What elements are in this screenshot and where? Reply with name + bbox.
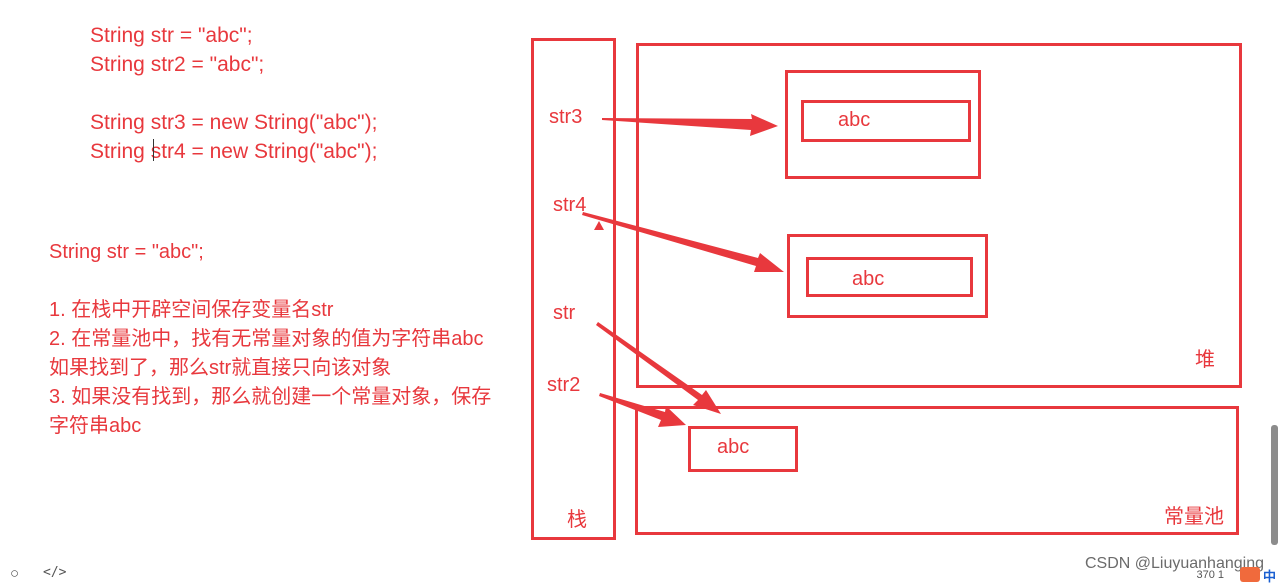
- constant-pool-object-value: abc: [717, 436, 750, 458]
- heap-object-2-value: abc: [852, 268, 885, 290]
- stack-label: 栈: [567, 509, 587, 531]
- stack-var-str4: str4: [553, 194, 587, 216]
- code-line-3: String str3 = new String("abc");: [90, 111, 378, 134]
- heap-object-1-outer: [785, 70, 981, 179]
- code-line-4: String str4 = new String("abc");: [90, 140, 378, 163]
- heap-label: 堆: [1195, 349, 1215, 371]
- description-line-1: 1. 在栈中开辟空间保存变量名str: [49, 299, 334, 321]
- tray-text: 370 1: [1196, 569, 1224, 581]
- ime-logo-icon[interactable]: [1240, 567, 1260, 582]
- description-line-4: 3. 如果没有找到，那么就创建一个常量对象，保存: [49, 386, 492, 408]
- code-icon[interactable]: </>: [43, 565, 67, 580]
- description-line-5: 字符串abc: [49, 415, 142, 434]
- heap-object-1-value-box: [801, 100, 971, 142]
- watermark: CSDN @Liuyuanhanging: [1084, 555, 1264, 572]
- constant-pool-box: [635, 406, 1239, 535]
- code-line-1: String str = "abc";: [90, 24, 253, 47]
- heap-object-2-outer: [787, 234, 988, 318]
- stack-var-str2: str2: [547, 374, 581, 396]
- description-heading: String str = "abc";: [49, 241, 204, 263]
- heap-object-1-value: abc: [838, 109, 871, 131]
- description-line-2: 2. 在常量池中，找有无常量对象的值为字符串abc: [49, 328, 484, 350]
- scrollbar[interactable]: [1271, 425, 1278, 545]
- constant-pool-object-box: [688, 426, 798, 472]
- stack-var-str3: str3: [549, 106, 583, 128]
- stack-box: [531, 38, 616, 540]
- text-cursor: [153, 139, 154, 161]
- code-line-2: String str2 = "abc";: [90, 53, 265, 76]
- heap-object-2-value-box: [806, 257, 973, 297]
- ime-indicator[interactable]: 中: [1262, 569, 1276, 584]
- constant-pool-label: 常量池: [1164, 506, 1224, 528]
- description-line-3: 如果找到了，那么str就直接只向该对象: [49, 357, 392, 379]
- circle-icon[interactable]: ○: [10, 565, 20, 582]
- stack-var-str: str: [553, 302, 576, 324]
